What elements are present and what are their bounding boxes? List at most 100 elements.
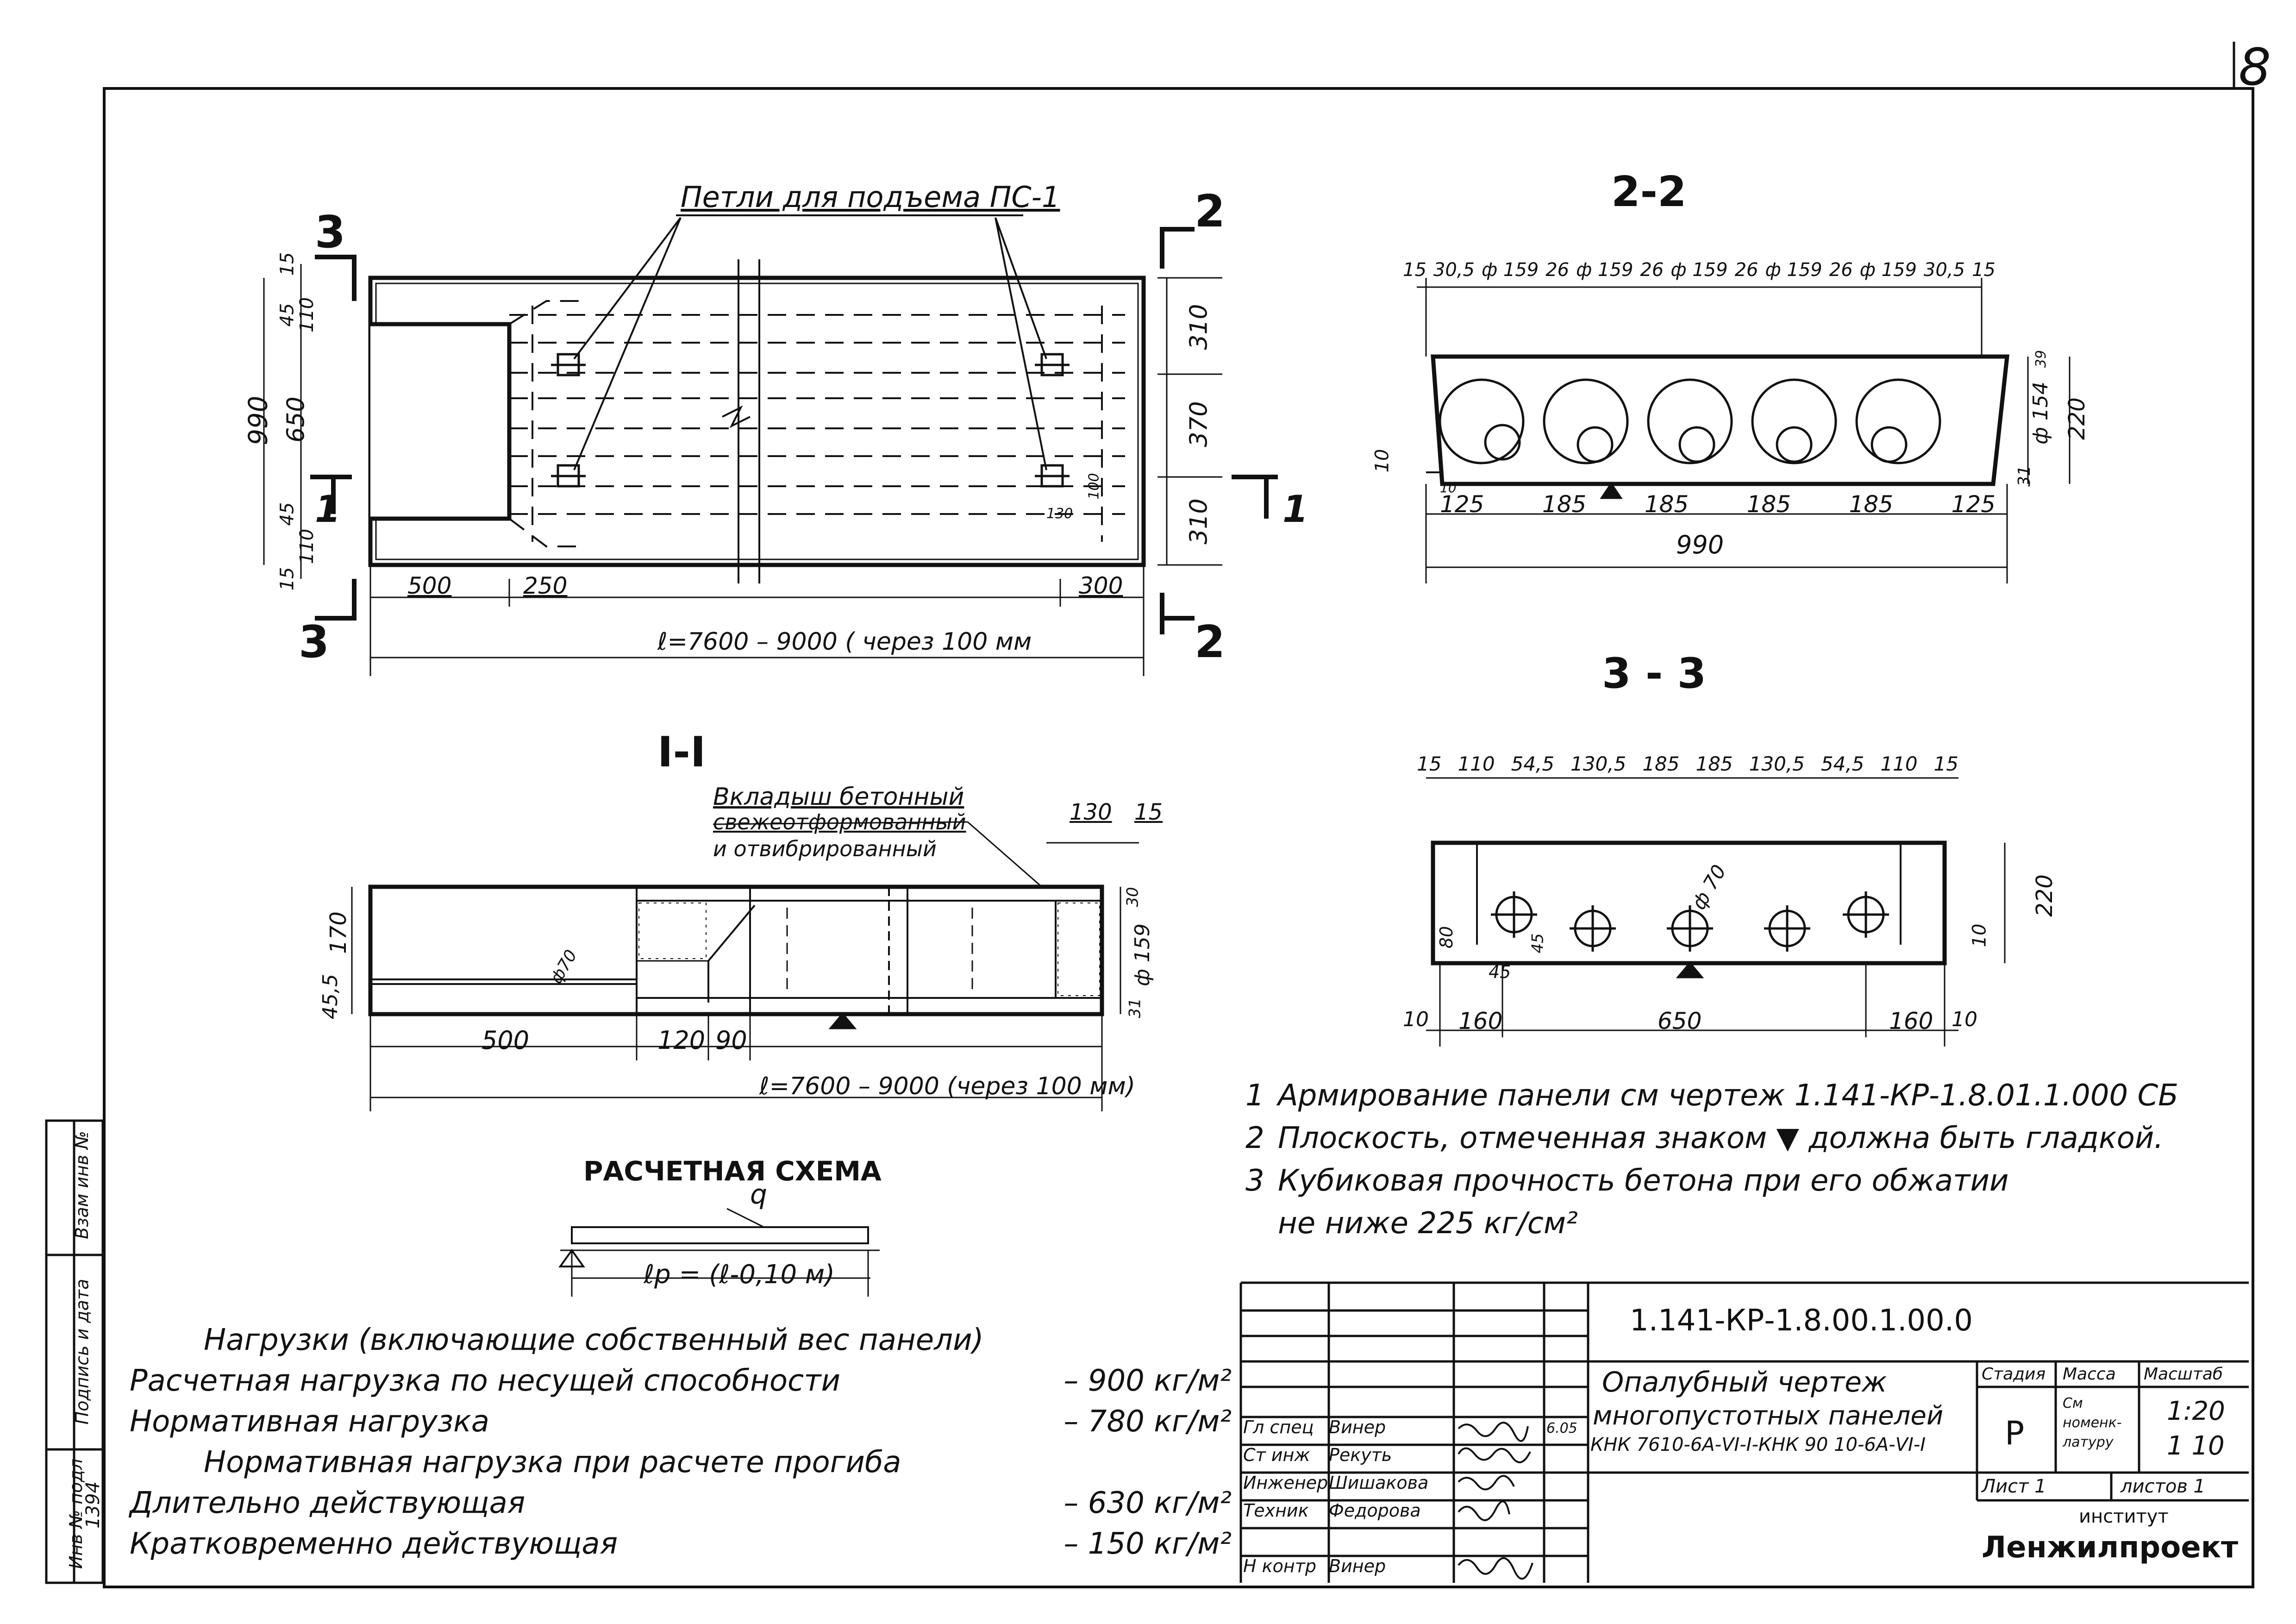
load-row: Нормативная нагрузка – 780 кг/м² (130, 1401, 1232, 1442)
section-2-2-dim-154: ф 154 (2028, 382, 2052, 445)
section-mark-3-bottom: 3 (299, 617, 330, 668)
role: Гл спец (1243, 1417, 1314, 1437)
load-label: Кратковременно действующая (130, 1527, 618, 1561)
plan-dim-45-bottom: 45 (276, 502, 298, 526)
section-1-1-title: I-I (657, 728, 706, 777)
plan-length: ℓ=7600 – 9000 ( через 100 мм (657, 628, 1032, 656)
dim: 185 (1849, 491, 1894, 518)
section-2-2-dim-10-small: 10 (1440, 480, 1457, 495)
section-1-1-dim-170: 170 (325, 911, 351, 954)
title-block-lines (1239, 1281, 2249, 1583)
side-stamp-inv: 1394 (82, 1481, 104, 1529)
section-1-1-dim-90: 90 (715, 1026, 747, 1055)
plan-dim-45-top: 45 (276, 303, 298, 327)
section-3-3-dim-45-bottom: 45 (1489, 962, 1511, 982)
section-1-1-dim-159: ф 159 (1130, 923, 1154, 986)
scale-value-1: 1:20 (2167, 1396, 2225, 1426)
page-number: 8 (2239, 38, 2271, 97)
person-row: Техник Федорова (1243, 1500, 1428, 1528)
section-1-1-insert-note-2: свежеотформованный (713, 809, 966, 834)
section-3-3-dim-160-right: 160 (1889, 1008, 1933, 1035)
load-label: Нормативная нагрузка (130, 1405, 489, 1439)
approval-date: 6.05 (1546, 1420, 1577, 1436)
plan-dim-300: 300 (1079, 572, 1123, 599)
role (1243, 1528, 1329, 1556)
dim: 185 (1542, 491, 1587, 518)
plan-title: Петли для подъема ПС-1 (681, 180, 1060, 214)
sheet-frame (103, 87, 2254, 1588)
section-3-3-top-dims: 15 110 54,5 130,5 185 185 130,5 54,5 110… (1417, 752, 1958, 775)
plan-small-dim-130: 130 (1046, 506, 1073, 522)
plan-dim-650: 650 (282, 396, 310, 443)
plan-dim-110-bottom: 110 (296, 528, 318, 564)
side-stamp-label-1: Взам инв № (71, 1131, 92, 1239)
section-mark-2-top: 2 (1195, 186, 1226, 237)
dim: 15 (1403, 259, 1426, 281)
side-stamp-lines (45, 1119, 104, 1584)
plan-outline (368, 214, 1146, 583)
note-3: 3 Кубиковая прочность бетона при его обжа… (1245, 1160, 2178, 1202)
load-row: Кратковременно действующая – 150 кг/м² (130, 1524, 1232, 1564)
section-2-2-dim-39: 39 (2033, 350, 2050, 368)
person-name: Федорова (1329, 1500, 1421, 1521)
section-2-2-dim-10-left: 10 (1371, 449, 1393, 473)
role: Н контр (1243, 1556, 1316, 1576)
section-mark-1-right: 1 (1283, 488, 1308, 531)
dim: ф 159 (1481, 259, 1539, 281)
section-3-3-dim-10-right: 10 (1952, 1008, 1977, 1031)
load-row: Расчетная нагрузка по несущей способност… (130, 1361, 1232, 1401)
plan-dim-110-top: 110 (296, 297, 318, 333)
dim: 110 (1880, 752, 1918, 775)
person-name: Шишакова (1329, 1473, 1429, 1493)
dim: ф 159 (1670, 259, 1728, 281)
description-line-1: Опалубный чертеж (1602, 1366, 1887, 1398)
section-1-1-insert-note-3: и отвибрированный (713, 836, 937, 861)
load-label: Расчетная нагрузка по несущей способност… (130, 1364, 841, 1398)
section-3-3-dim-10-left: 10 (1403, 1008, 1429, 1031)
section-1-1-length: ℓ=7600 – 9000 (через 100 мм) (759, 1072, 1136, 1100)
institute-name: Ленжилпроект (1982, 1530, 2239, 1565)
institute-label: институт (2079, 1506, 2169, 1527)
scheme-title: РАСЧЕТНАЯ СХЕМА (583, 1155, 882, 1187)
note-number: 1 (1245, 1078, 1264, 1113)
role: Техник (1243, 1500, 1309, 1521)
note-3-continued: не ниже 225 кг/см² (1245, 1202, 2178, 1245)
dim: 130,5 (1570, 752, 1627, 775)
dim: 15 (1971, 259, 1996, 281)
section-3-3-dim-220: 220 (2031, 874, 2058, 917)
section-2-2-outline (1426, 354, 2010, 486)
dim: ф 159 (1859, 259, 1917, 281)
role: Инженер (1243, 1473, 1328, 1493)
plan-dim-250: 250 (523, 572, 568, 599)
dim: 185 (1746, 491, 1791, 518)
dim: 54,5 (1821, 752, 1864, 775)
load-row: Длительно действующая – 630 кг/м² (130, 1483, 1232, 1524)
dim: 26 (1545, 259, 1570, 281)
note-text: Кубиковая прочность бетона при его обжат… (1278, 1164, 2009, 1198)
loads-block: Нагрузки (включающие собственный вес пан… (130, 1320, 1232, 1564)
section-2-2-title: 2-2 (1611, 168, 1687, 216)
section-1-1-insert-note-1: Вкладыш бетонный (713, 783, 964, 811)
section-mark-3-top: 3 (315, 207, 346, 258)
section-mark-2-bottom: 2 (1195, 617, 1226, 668)
dim: 26 (1829, 259, 1853, 281)
plan-dim-310-bottom: 310 (1185, 498, 1213, 545)
dim: 30,5 (1433, 259, 1475, 281)
dim: 185 (1644, 491, 1689, 518)
mass-header: Масса (2063, 1365, 2116, 1384)
note-number: 3 (1245, 1164, 1264, 1198)
scheme-load: q (750, 1179, 767, 1210)
section-3-3-dim-80: 80 (1436, 926, 1457, 949)
note-text: не ниже 225 кг/см² (1278, 1206, 1578, 1241)
note-text: Плоскость, отмеченная знаком ▼ должна бы… (1278, 1121, 2164, 1155)
dim: 125 (1440, 491, 1484, 518)
scale-value-2: 1 10 (2167, 1431, 2225, 1461)
plan-small-dim-100: 100 (1086, 473, 1102, 500)
role: Ст инж (1243, 1445, 1310, 1465)
loads-subheading: Нормативная нагрузка при расчете прогиба (204, 1445, 901, 1480)
